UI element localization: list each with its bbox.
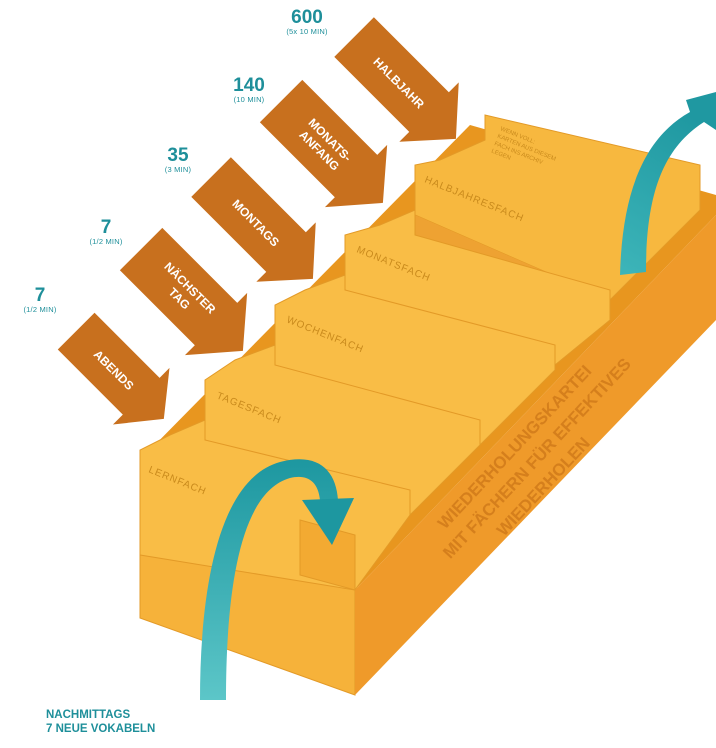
stage-arrow-montags: MONTAGS <box>191 157 316 282</box>
stage-count-monatsanfang: 140 (10 MIN) <box>214 76 284 104</box>
stage-count-abends: 7 (1/2 MIN) <box>8 286 72 314</box>
input-label-line2: 7 NEUE VOKABELN <box>46 723 156 735</box>
stage-arrow-abends: ABENDS <box>57 312 170 425</box>
stage-arrow-monatsanfang: MONATS- ANFANG <box>259 79 388 208</box>
card-count: 7 <box>34 285 46 306</box>
card-count: 7 <box>100 217 112 238</box>
card-count: 35 <box>167 145 189 166</box>
stage-count-montags: 35 (3 MIN) <box>146 146 210 174</box>
card-count: 600 <box>291 7 323 28</box>
archive-arrow <box>620 92 716 275</box>
review-duration: (1/2 MIN) <box>23 304 57 314</box>
input-label-line1: NACHMITTAGS <box>46 709 131 721</box>
review-duration: (1/2 MIN) <box>89 236 123 246</box>
card-count: 140 <box>233 75 265 96</box>
review-duration: (10 MIN) <box>233 94 265 104</box>
review-duration: (3 MIN) <box>164 164 192 174</box>
box-side-face <box>355 215 716 695</box>
input-arrow <box>200 459 354 700</box>
review-duration: (5x 10 MIN) <box>286 26 328 36</box>
stage-arrow-halbjahr: HALBJAHR <box>334 17 459 142</box>
stage-count-naechster-tag: 7 (1/2 MIN) <box>74 218 138 246</box>
input-label: NACHMITTAGS 7 NEUE VOKABELN <box>46 708 246 736</box>
stage-count-halbjahr: 600 (5x 10 MIN) <box>262 8 352 36</box>
